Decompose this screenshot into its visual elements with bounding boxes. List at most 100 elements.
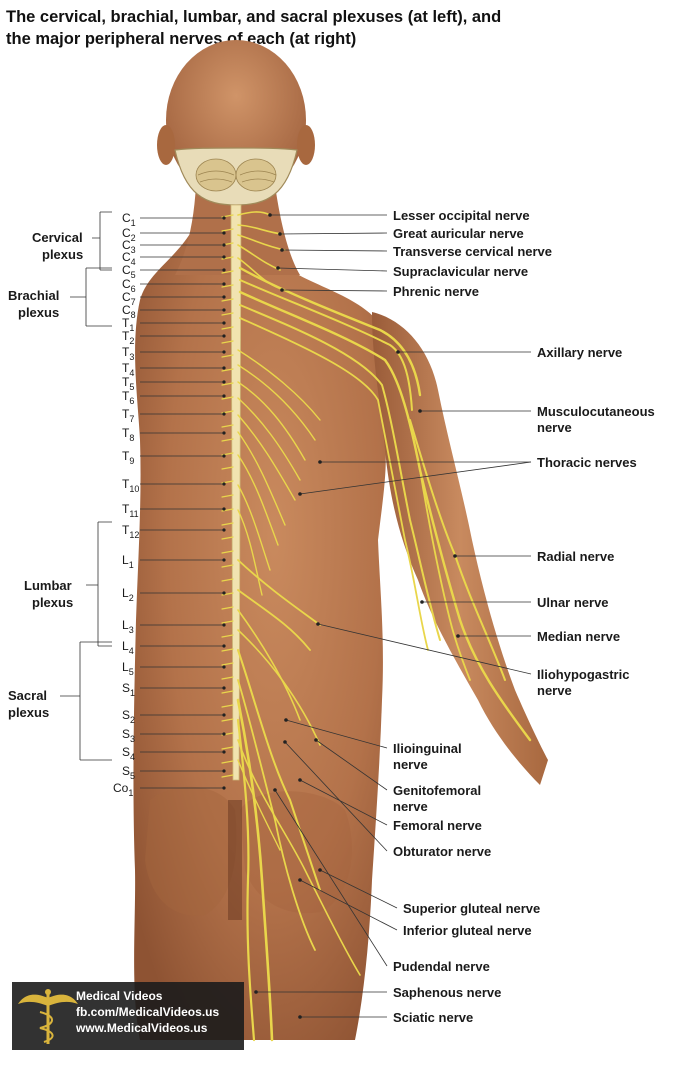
nerve-leader	[279, 232, 388, 235]
nerve-branch	[237, 234, 286, 251]
segment-subscript: 4	[130, 752, 135, 762]
nerve-root	[221, 550, 234, 554]
nerve-name: Lesser occipital nerve	[393, 208, 530, 223]
nerve-root	[221, 368, 234, 372]
nerve-network	[221, 211, 532, 1042]
segment-label: T3	[122, 345, 226, 362]
nerve-root	[221, 634, 234, 638]
nerve-root	[221, 578, 234, 582]
segment-dot	[222, 366, 226, 370]
segment-subscript: 4	[131, 257, 136, 267]
nerve-leader	[277, 267, 388, 272]
nerve-name: Ilioinguinal	[393, 741, 462, 756]
segment-label: T11	[122, 502, 226, 519]
nerve-leader	[315, 739, 388, 791]
figure-title: The cervical, brachial, lumbar, and sacr…	[6, 6, 676, 50]
brachial-plexus-label: Brachial plexus	[8, 267, 112, 327]
nerve-dot	[254, 990, 258, 994]
svg-text:plexus: plexus	[42, 247, 83, 262]
svg-text:Sacral: Sacral	[8, 688, 47, 703]
nerve-label: Supraclavicular nerve	[276, 264, 528, 279]
nerve-dot	[316, 622, 320, 626]
nerve-name-line-2: nerve	[393, 757, 428, 772]
segment-subscript: 7	[129, 414, 134, 424]
nerve-branch	[238, 266, 422, 397]
nerve-leader	[319, 869, 398, 909]
nerve-branch	[237, 629, 321, 746]
nerve-dot	[280, 248, 284, 252]
nerve-name: Transverse cervical nerve	[393, 244, 552, 259]
nerve-dot	[273, 788, 277, 792]
segment-dot	[222, 713, 226, 717]
segment-subscript: 8	[129, 433, 134, 443]
nerve-branch	[237, 559, 321, 626]
nerve-branch	[237, 349, 321, 421]
nerve-branch	[419, 469, 471, 681]
nerve-branch	[237, 414, 296, 501]
segment-dot	[222, 623, 226, 627]
watermark-line-3: www.MedicalVideos.us	[75, 1021, 208, 1035]
segment-subscript: 6	[131, 284, 136, 294]
segment-label: C3	[122, 238, 226, 255]
nerve-branch	[237, 397, 301, 481]
segment-text: T10	[122, 477, 139, 494]
nerve-branch	[237, 484, 271, 571]
segment-label: T1	[122, 316, 226, 333]
segment-text: S2	[122, 708, 135, 725]
segment-text: S5	[122, 764, 135, 781]
segment-subscript: 4	[129, 368, 134, 378]
segment-dot	[222, 412, 226, 416]
segment-text: C2	[122, 226, 136, 243]
nerve-leader	[299, 779, 388, 826]
segment-base: T	[122, 389, 130, 403]
nerve-root	[221, 774, 234, 778]
lumbar-plexus-label: Lumbar plexus	[24, 521, 112, 647]
nerve-root	[221, 438, 234, 442]
segment-base: Co	[113, 781, 129, 795]
plexus-groups: Cervical plexus Brachial plexus Lumbar p…	[8, 211, 112, 761]
segment-text: T2	[122, 329, 134, 346]
segment-dot	[222, 216, 226, 220]
nerve-name: Musculocutaneous	[537, 404, 655, 419]
nerve-root	[221, 466, 234, 470]
segment-text: S4	[122, 745, 135, 762]
nerve-label: Axillary nerve	[396, 345, 622, 360]
segment-text: Co1	[113, 781, 133, 798]
nerve-dot	[280, 288, 284, 292]
segment-subscript: 12	[129, 530, 139, 540]
segment-label: S4	[122, 745, 226, 762]
nerve-root	[221, 312, 234, 316]
nerve-leader	[274, 789, 388, 967]
segment-dot	[222, 591, 226, 595]
nerve-name: Inferior gluteal nerve	[403, 923, 532, 938]
sacral-plexus-label: Sacral plexus	[8, 641, 112, 761]
svg-text:plexus: plexus	[18, 305, 59, 320]
nerve-label: Saphenous nerve	[254, 985, 501, 1000]
segment-base: C	[122, 290, 131, 304]
nerve-root	[221, 536, 234, 540]
segment-dot	[222, 431, 226, 435]
segment-label: S1	[122, 681, 226, 698]
segment-subscript: 8	[131, 310, 136, 320]
nerve-branch	[239, 317, 429, 651]
segment-text: L1	[122, 553, 134, 570]
nerve-root	[221, 648, 234, 652]
nerve-root	[221, 256, 234, 260]
nerve-label: Transverse cervical nerve	[280, 244, 552, 259]
nerve-name: Great auricular nerve	[393, 226, 524, 241]
watermark-line-2: fb.com/MedicalVideos.us	[76, 1005, 219, 1019]
segment-dot	[222, 769, 226, 773]
nerve-label: Great auricular nerve	[278, 226, 524, 241]
segment-subscript: 1	[131, 218, 136, 228]
segment-label: T5	[122, 375, 226, 392]
segment-dot	[222, 321, 226, 325]
segment-base: T	[122, 502, 130, 516]
nerve-branch	[237, 244, 281, 271]
segment-base: C	[122, 303, 131, 317]
segment-text: L3	[122, 618, 134, 635]
nerve-dot	[318, 460, 322, 464]
nerve-root	[221, 522, 234, 526]
